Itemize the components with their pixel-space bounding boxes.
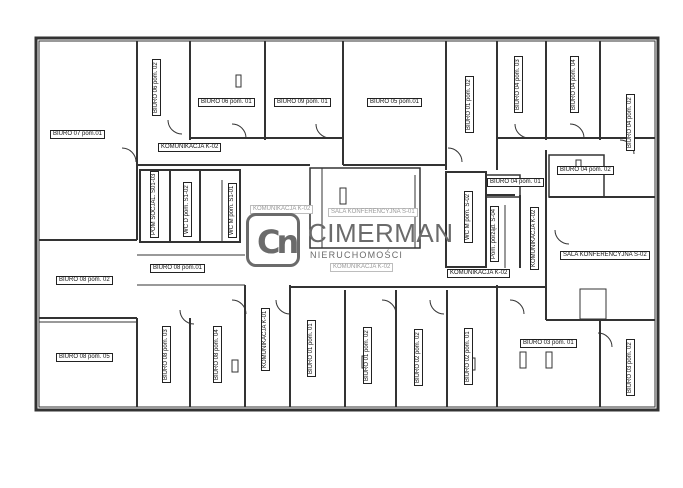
corridor-label-k02-lower: KOMUNIKACJA K-02 <box>330 263 394 272</box>
room-label-biuro-06-02: BIURO 06 pom. 02 <box>152 59 161 116</box>
room-label-biuro-04-03: BIURO 04 pom. 03 <box>514 56 523 113</box>
room-label-wc-m-left: WC M pom. S1-01 <box>228 182 237 238</box>
corridor-label-k02-center: KOMUNIKACJA K-02 <box>447 269 511 278</box>
room-label-biuro-02-02: BIURO 02 pom. 02 <box>414 329 423 386</box>
room-label-biuro-04-01-text: BIURO 04 pom. 01 <box>490 179 541 185</box>
room-label-biuro-08-05: BIURO 08 pom. 05 <box>56 353 113 362</box>
room-label-sala-konf-s01: SALA KONFERENCYJNA S-01 <box>328 208 418 217</box>
room-label-pom-porzad: Pom. porząd. S-04 <box>490 205 499 262</box>
corridor-label-k01: KOMUNIKACJA K-01 <box>261 307 270 371</box>
room-label-sala-konf-s02: SALA KONFERENCYJNA S-02 <box>560 251 650 260</box>
room-label-biuro-08-02: BIURO 08 pom. 02 <box>56 276 113 285</box>
room-label-biuro-04-02-right: BIURO 04 pom. 02 <box>626 94 635 151</box>
room-label-biuro-07-01: BIURO 07 pom.01 <box>50 130 106 139</box>
room-label-biuro-08-04: BIURO 08 pom. 04 <box>213 326 222 383</box>
room-label-biuro-08-01: BIURO 08 pom.01 <box>150 264 206 273</box>
corridor-label-k02-top: KOMUNIKACJA K-02 <box>158 143 222 152</box>
room-label-biuro-02-01: BIURO 02 pom. 01 <box>464 328 473 385</box>
room-label-biuro-03-02: BIURO 03 pom. 02 <box>626 339 635 396</box>
room-label-biuro-05-01: BIURO 05 pom.01 <box>367 98 423 107</box>
brand-subtitle: NIERUCHOMOŚCI <box>310 250 404 260</box>
room-label-biuro-08-03: BIURO 08 pom. 03 <box>162 326 171 383</box>
corridor-label-k02-right: KOMUNIKACJA K-02 <box>530 206 539 270</box>
watermark-logo: Cn CIMERMAN NIERUCHOMOŚCI <box>246 213 466 273</box>
room-label-biuro-04-02: BIURO 04 pom. 02 <box>557 166 614 175</box>
room-label-biuro-04-04: BIURO 04 pom. 04 <box>570 56 579 113</box>
room-label-biuro-06-01: BIURO 06 pom. 01 <box>198 98 255 107</box>
room-label-biuro-01-01: BIURO 01 pom. 01 <box>307 320 316 377</box>
logo-mark-icon: Cn <box>246 213 300 267</box>
room-label-biuro-04-01: BIURO 04 pom. 01 <box>487 178 544 187</box>
room-label-biuro-09-01: BIURO 09 pom. 01 <box>274 98 331 107</box>
brand-name: CIMERMAN <box>308 218 454 248</box>
room-label-biuro-01-02-top: BIURO 01 pom. 02 <box>465 76 474 133</box>
room-label-biuro-01-02-bottom: BIURO 01 pom. 02 <box>363 327 372 384</box>
room-label-biuro-03-01: BIURO 03 pom. 01 <box>520 339 577 348</box>
room-label-pom-socjal: POM SOCJAL. S01-03 <box>150 170 159 238</box>
room-label-wc-d: WC D pom. S1-02 <box>183 182 192 237</box>
logo-glyph: Cn <box>257 223 299 261</box>
